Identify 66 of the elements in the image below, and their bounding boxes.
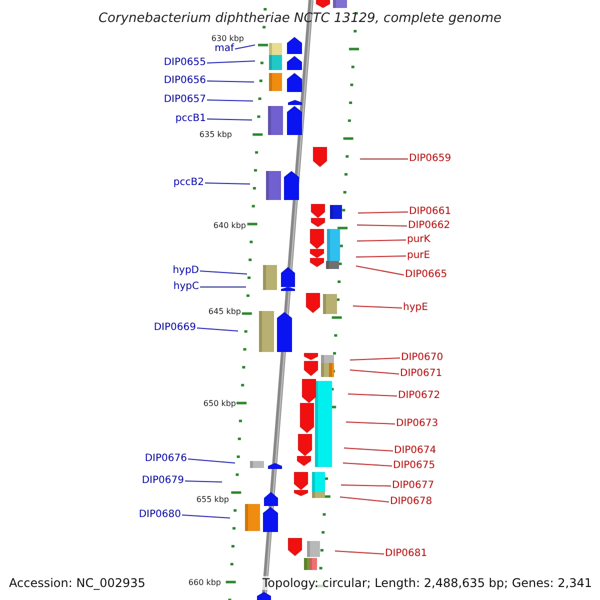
gene-label: pccB1 [175, 113, 206, 125]
gene-label: DIP0673 [396, 418, 438, 430]
leader-line [352, 306, 402, 308]
gene-label: DIP0657 [164, 94, 206, 106]
leader-line [206, 80, 254, 82]
scale-label: 640 kbp [213, 221, 246, 230]
leader-line [360, 158, 408, 160]
leader-line [350, 370, 400, 374]
leader-line [234, 44, 256, 50]
gene-label: DIP0670 [401, 352, 444, 364]
leader-line [182, 514, 230, 518]
gene-label: DIP0674 [394, 445, 436, 457]
leader-line [356, 256, 406, 258]
genome-info-text: Topology: circular; Length: 2,488,635 bp; Genes: 2,341 [262, 576, 592, 590]
gene-label: DIP0665 [405, 269, 448, 281]
gene-label: hypC [173, 281, 199, 293]
scale-label: 630 kbp [211, 34, 244, 43]
leader-line [342, 462, 392, 466]
accession-text: Accession: NC_002935 [9, 576, 146, 590]
gene-label: purK [407, 234, 430, 246]
leader-line [358, 212, 408, 214]
leader-line [334, 550, 384, 554]
leader-line [346, 422, 396, 424]
gene-label: hypD [172, 265, 199, 277]
gene-label: DIP0672 [398, 390, 440, 402]
gene-label: purE [407, 250, 430, 262]
gene-label: DIP0677 [392, 480, 434, 492]
gene-label: DIP0659 [409, 153, 452, 165]
leader-line [206, 100, 254, 102]
title: Corynebacterium diphtheriae NCTC 13129, complete genome [97, 11, 503, 26]
leader-line [340, 484, 392, 486]
gene-label: DIP0675 [393, 460, 436, 472]
leader-line [348, 394, 398, 396]
gene-label: DIP0655 [164, 57, 206, 69]
leader-line [340, 496, 390, 502]
gene-label: DIP0678 [390, 496, 432, 508]
gene-label: maf [214, 43, 234, 55]
leader-line [184, 480, 222, 482]
gene-label: DIP0671 [400, 368, 442, 380]
scale-label: 650 kbp [203, 399, 236, 408]
gene-label: pccB2 [173, 177, 204, 189]
gene-label: DIP0681 [385, 548, 428, 560]
leader-line [356, 266, 404, 276]
scale-label: 645 kbp [208, 307, 241, 316]
gene-label: DIP0676 [144, 453, 187, 465]
leader-line [200, 286, 246, 288]
leader-line [206, 118, 252, 120]
leader-line [188, 458, 236, 464]
scale-label: 635 kbp [199, 130, 232, 139]
gene-label: DIP0680 [138, 509, 181, 521]
scale-label: 660 kbp [188, 578, 221, 587]
gene-label: DIP0662 [408, 220, 450, 232]
leader-line [356, 240, 406, 242]
leader-line [356, 224, 408, 226]
leader-line [204, 182, 250, 184]
gene-label: DIP0656 [164, 75, 206, 87]
leader-line [206, 60, 256, 64]
leader-line [196, 328, 238, 332]
gene-label: DIP0679 [142, 475, 184, 487]
gene-label: DIP0669 [154, 322, 196, 334]
scale-label: 655 kbp [196, 495, 229, 504]
gene-label: hypE [403, 302, 428, 314]
gene-label: DIP0661 [409, 206, 452, 218]
leader-line [200, 270, 248, 274]
leader-line [350, 358, 400, 360]
leader-line [344, 448, 394, 452]
